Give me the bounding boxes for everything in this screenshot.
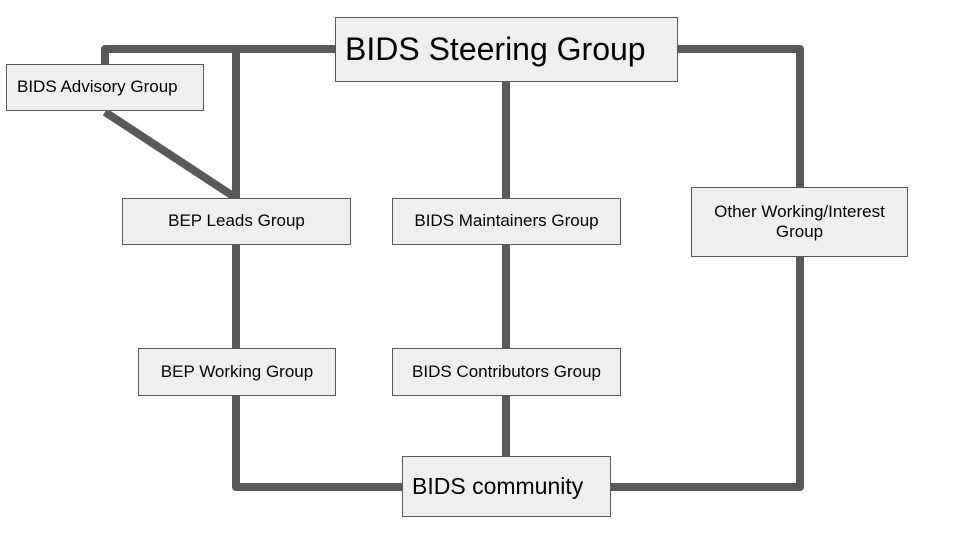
node-bids-community: BIDS community: [402, 456, 611, 517]
node-bids-contributors-group: BIDS Contributors Group: [392, 348, 621, 396]
node-bids-steering-group: BIDS Steering Group: [335, 17, 678, 82]
node-label: BIDS Advisory Group: [17, 77, 178, 97]
connector-layer: [101, 45, 804, 491]
node-label: BEP Leads Group: [168, 211, 305, 231]
connector-other-to-community: [611, 257, 804, 491]
node-label: BIDS Maintainers Group: [414, 211, 599, 231]
node-bep-leads-group: BEP Leads Group: [122, 198, 351, 245]
connector-steering-to-bep-leads: [232, 45, 335, 198]
node-label: BIDS Steering Group: [345, 31, 646, 68]
node-bids-maintainers-group: BIDS Maintainers Group: [392, 198, 621, 245]
node-label: BIDS Contributors Group: [412, 361, 601, 381]
node-bep-working-group: BEP Working Group: [138, 348, 336, 396]
node-bids-advisory-group: BIDS Advisory Group: [6, 64, 204, 111]
node-label: BEP Working Group: [160, 361, 314, 381]
connector-advisory-to-bep-leads: [102, 108, 239, 202]
node-label: Other Working/Interest Group: [714, 201, 885, 241]
connector-steering-to-other: [678, 45, 804, 187]
node-label: BIDS community: [412, 472, 584, 499]
connector-bep-working-to-community: [232, 396, 402, 491]
node-other-working-interest-group: Other Working/Interest Group: [691, 187, 908, 257]
